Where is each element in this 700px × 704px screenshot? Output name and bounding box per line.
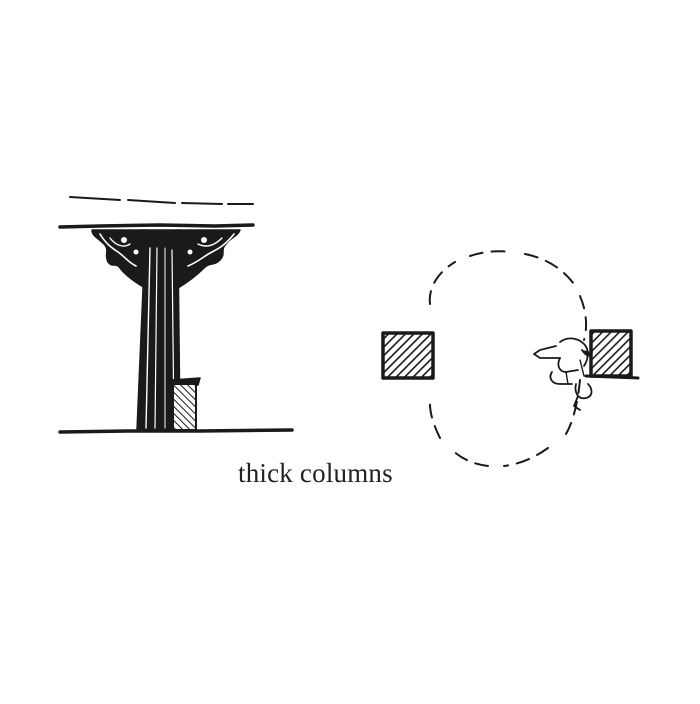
base-box: [171, 377, 201, 431]
column-capital: [142, 229, 181, 243]
column-elevation-sketch: [58, 196, 294, 434]
column-plan-sketch: [381, 250, 640, 467]
person-figure: [533, 337, 593, 411]
circulation-dashed-circle: [428, 250, 588, 467]
right-column-plan: [584, 329, 640, 380]
ceiling-beam: [58, 223, 255, 229]
caption: thick columns: [238, 458, 393, 488]
left-column-plan: [381, 331, 435, 380]
ceiling-dashed-line: [69, 196, 254, 205]
floor-line: [58, 428, 294, 434]
left-bracket: [91, 229, 146, 289]
